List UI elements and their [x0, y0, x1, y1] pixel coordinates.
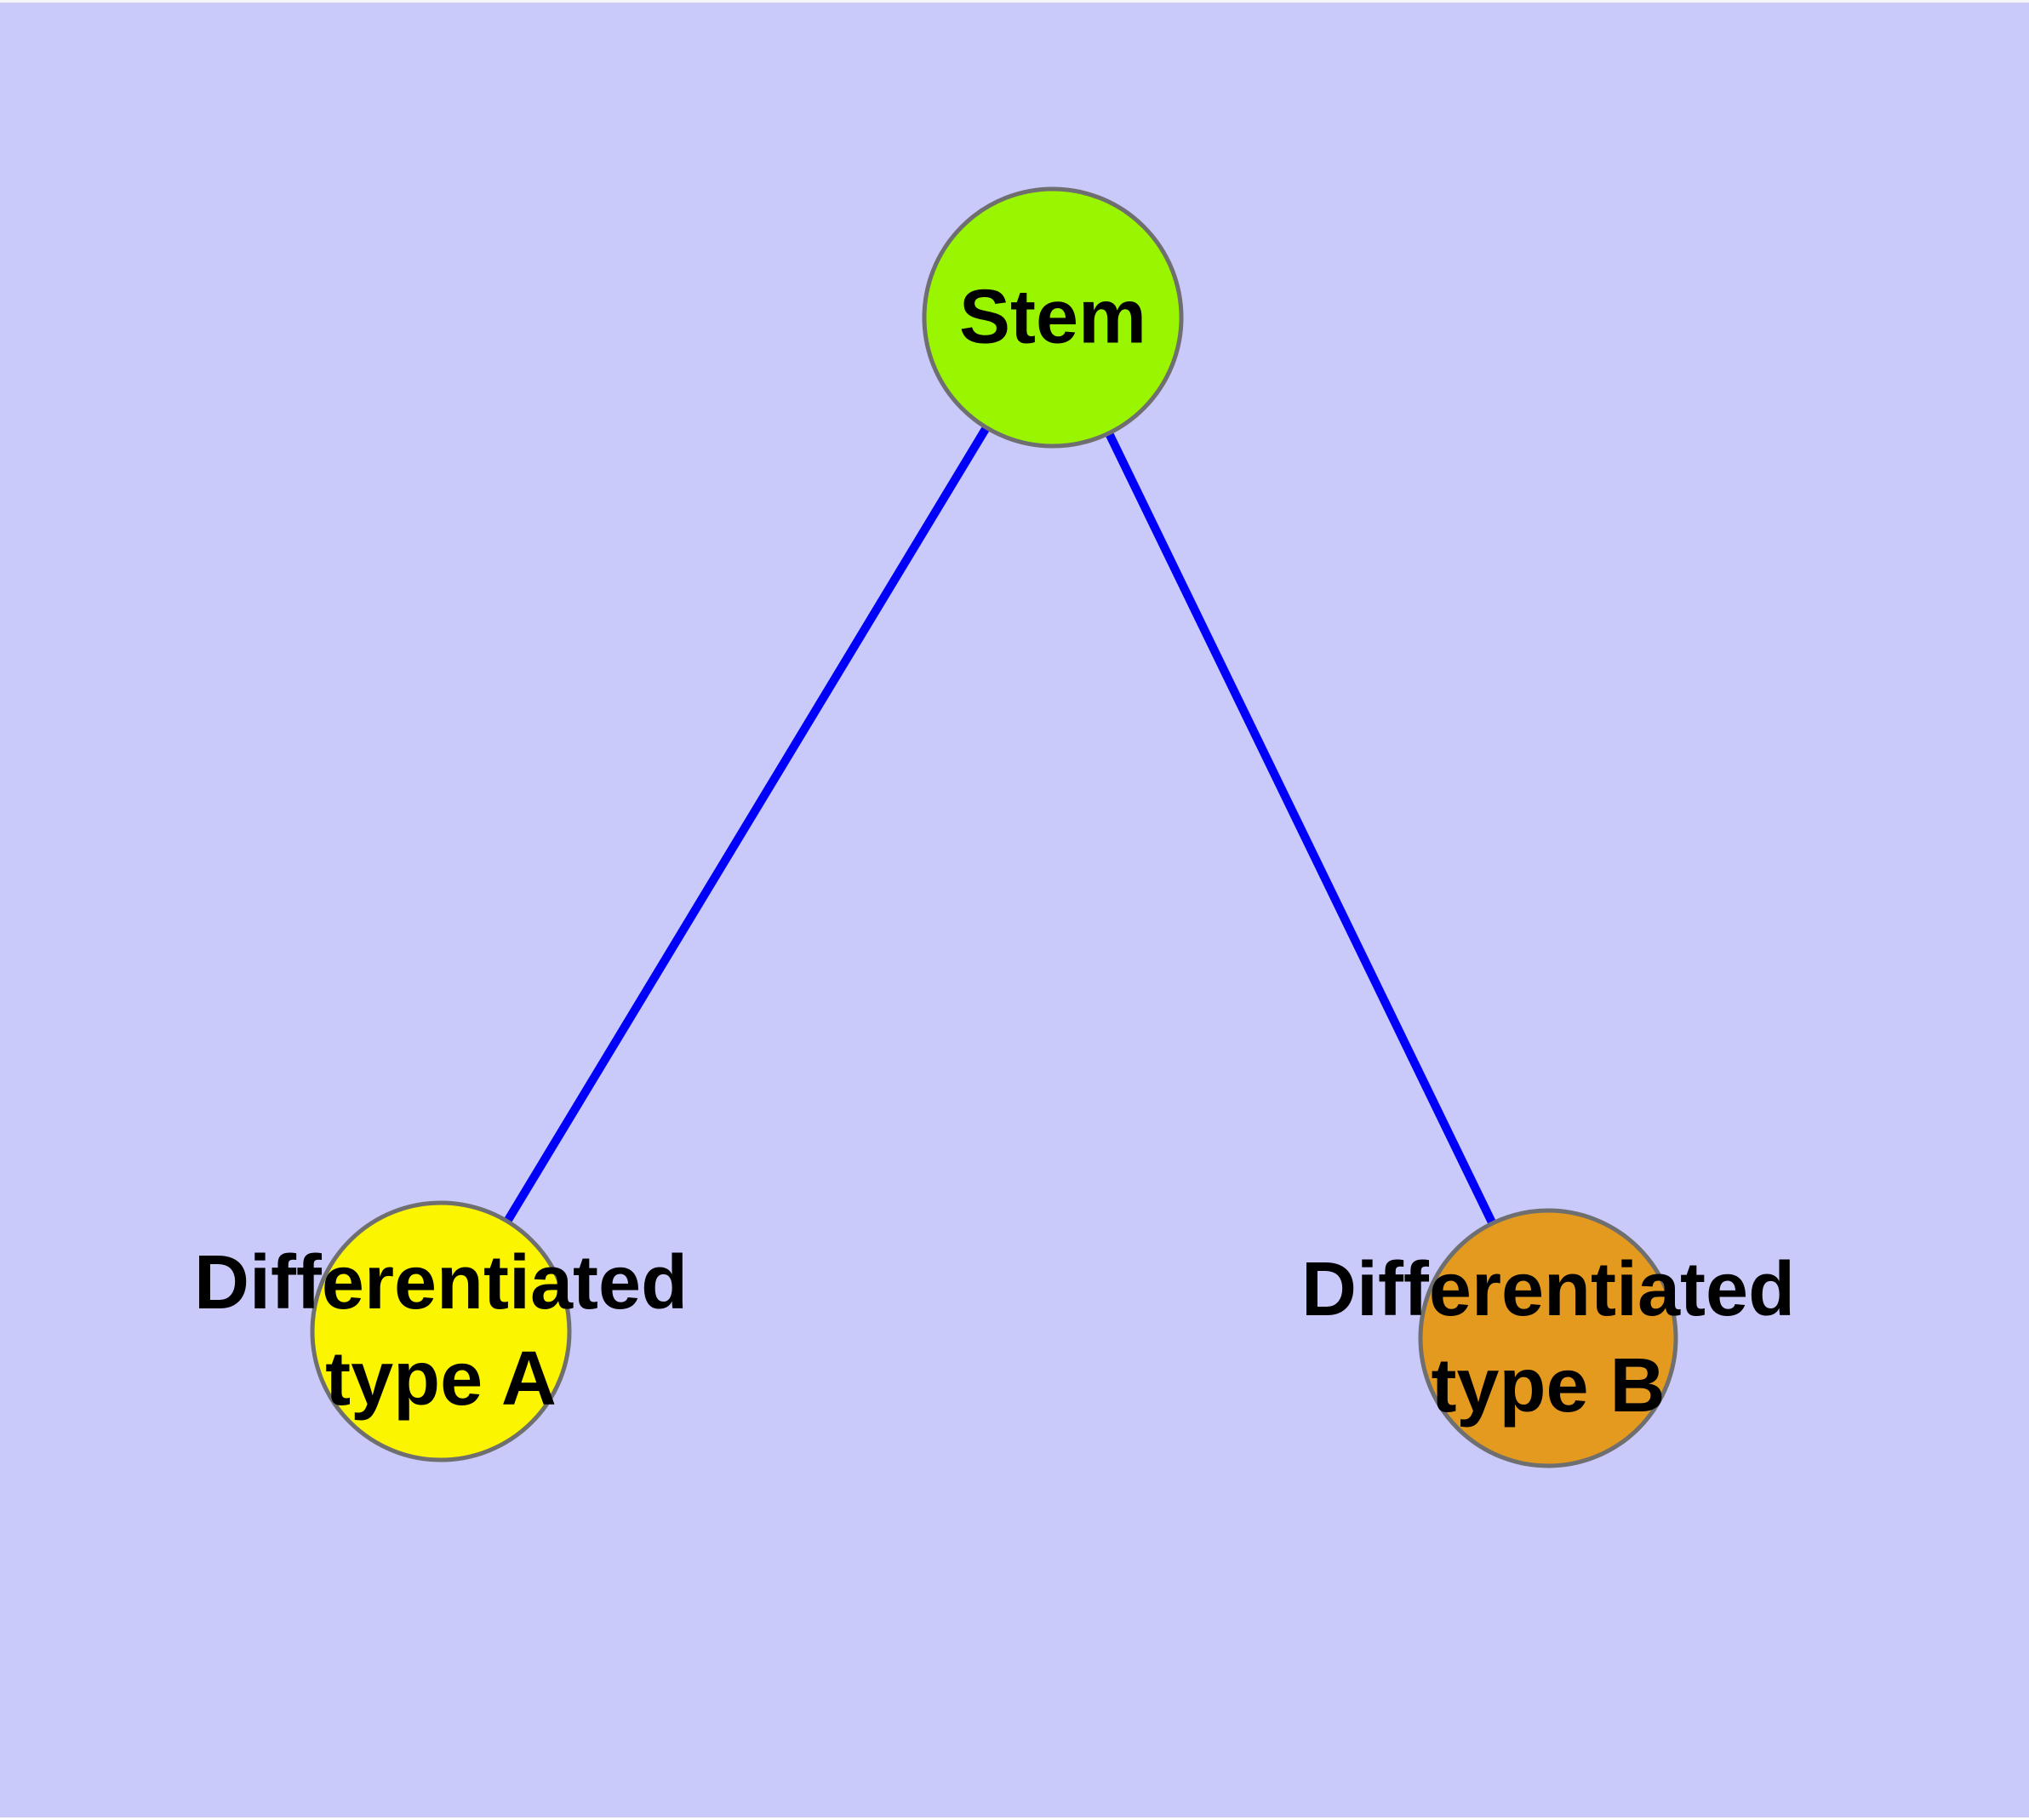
stem-label-text: Stem — [958, 274, 1147, 360]
type-a-label-line-1: Differentiated — [193, 1240, 689, 1325]
node-circle-stem — [922, 186, 1184, 449]
node-circle-type-a — [310, 1200, 572, 1462]
bottom-edge-strip — [0, 1817, 2029, 1820]
type-b-label-line-2: type B — [1431, 1343, 1666, 1428]
edge-stem-to-type-b — [1049, 315, 1552, 1341]
node-label-differentiated-type-a: Differentiated type A — [194, 1235, 688, 1428]
node-label-differentiated-type-b: Differentiated type B — [1301, 1242, 1795, 1434]
node-label-stem: Stem — [959, 270, 1146, 366]
type-b-label-line-1: Differentiated — [1300, 1247, 1796, 1332]
edge-stem-to-type-a — [437, 315, 1057, 1334]
node-circle-type-b — [1418, 1208, 1678, 1468]
top-edge-strip — [0, 0, 2029, 3]
type-a-label-line-2: type A — [325, 1336, 557, 1422]
